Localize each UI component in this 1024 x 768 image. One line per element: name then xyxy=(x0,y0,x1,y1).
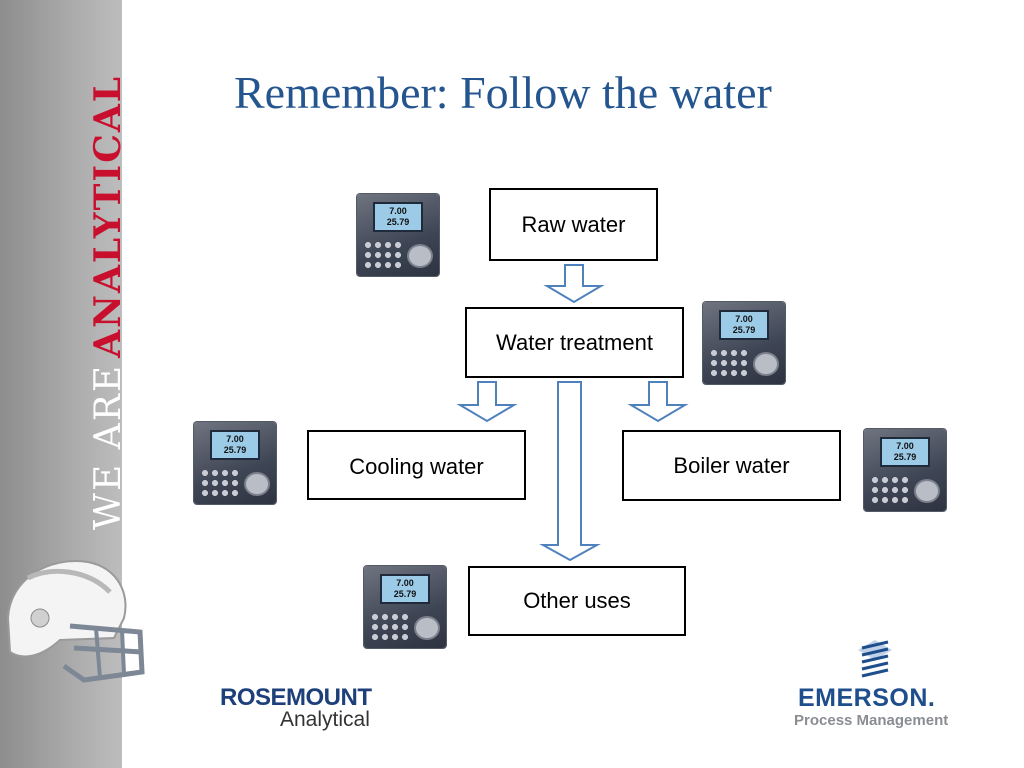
rosemount-name: ROSEMOUNT xyxy=(220,684,372,711)
analyzer-reading-2: 25.79 xyxy=(732,325,756,335)
emerson-name: EMERSON. xyxy=(798,684,936,712)
analyzer-reading-1: 7.00 xyxy=(735,314,753,324)
emerson-sub: Process Management xyxy=(794,712,949,729)
analyzer-reading-1: 7.00 xyxy=(396,578,414,588)
analyzer-reading-2: 25.79 xyxy=(223,445,247,455)
rosemount-logo: ROSEMOUNT Analytical xyxy=(220,684,372,732)
analyzer-reading-2: 25.79 xyxy=(386,217,410,227)
brand-word: ANALYTICAL xyxy=(87,74,129,358)
dial xyxy=(244,472,270,496)
arrow-raw-to-treatment xyxy=(543,264,605,304)
dial xyxy=(407,244,433,268)
node-cooling-water: Cooling water xyxy=(307,430,526,500)
keypad xyxy=(200,468,240,498)
analyzer-reading-1: 7.00 xyxy=(896,441,914,451)
dial xyxy=(914,479,940,503)
slide-title: Remember: Follow the water xyxy=(234,67,772,118)
analyzer-reading-2: 25.79 xyxy=(893,452,917,462)
analyzer-reading-1: 7.00 xyxy=(226,434,244,444)
arrow-treatment-to-other xyxy=(539,381,601,562)
keypad xyxy=(709,348,749,378)
emerson-logo: EMERSON. Process Management xyxy=(794,640,964,735)
keypad xyxy=(363,240,403,270)
analyzer-reading-1: 7.00 xyxy=(389,206,407,216)
node-water-treatment: Water treatment xyxy=(465,307,684,378)
brand-tagline: WE ARE ANALYTICAL xyxy=(86,75,131,530)
node-boiler-water: Boiler water xyxy=(622,430,841,501)
node-raw-water: Raw water xyxy=(489,188,658,261)
rosemount-sub: Analytical xyxy=(280,708,370,731)
node-other-uses: Other uses xyxy=(468,566,686,636)
arrow-treatment-to-cooling xyxy=(456,381,518,423)
arrow-treatment-to-boiler xyxy=(627,381,689,423)
analyzer-reading-2: 25.79 xyxy=(393,589,417,599)
keypad xyxy=(370,612,410,642)
football-helmet-icon xyxy=(6,560,145,683)
keypad xyxy=(870,475,910,505)
brand-prefix: WE ARE xyxy=(88,363,129,530)
dial xyxy=(414,616,440,640)
emerson-logo-icon xyxy=(858,640,892,678)
dial xyxy=(753,352,779,376)
